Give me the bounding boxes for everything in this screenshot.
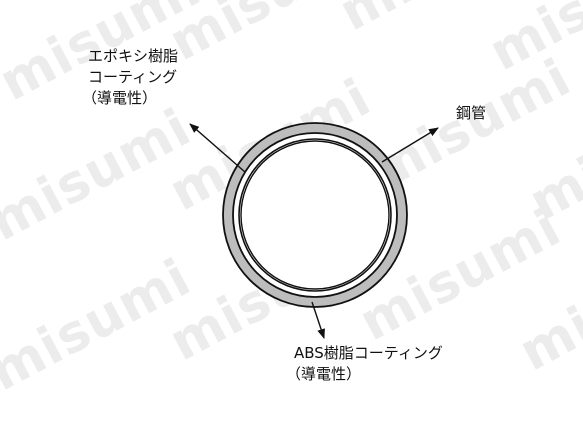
abs-label-line1: ABS樹脂コーティング: [294, 344, 443, 362]
abs-label: ABS樹脂コーティング （導電性）: [286, 343, 443, 385]
abs-label-line2: （導電性）: [286, 365, 362, 383]
steel-pipe-label: 鋼管: [456, 104, 487, 122]
epoxy-label: エポキシ樹脂 コーティング （導電性）: [82, 46, 179, 109]
epoxy-label-line3: （導電性）: [82, 89, 158, 107]
epoxy-label-line1: エポキシ樹脂: [88, 47, 179, 65]
pipe-bore: [240, 140, 390, 290]
abs-leader-arrow: [311, 301, 325, 339]
epoxy-label-line2: コーティング: [88, 68, 178, 86]
epoxy-leader-arrow: [189, 123, 246, 173]
steel-pipe-leader-arrow: [381, 127, 439, 163]
